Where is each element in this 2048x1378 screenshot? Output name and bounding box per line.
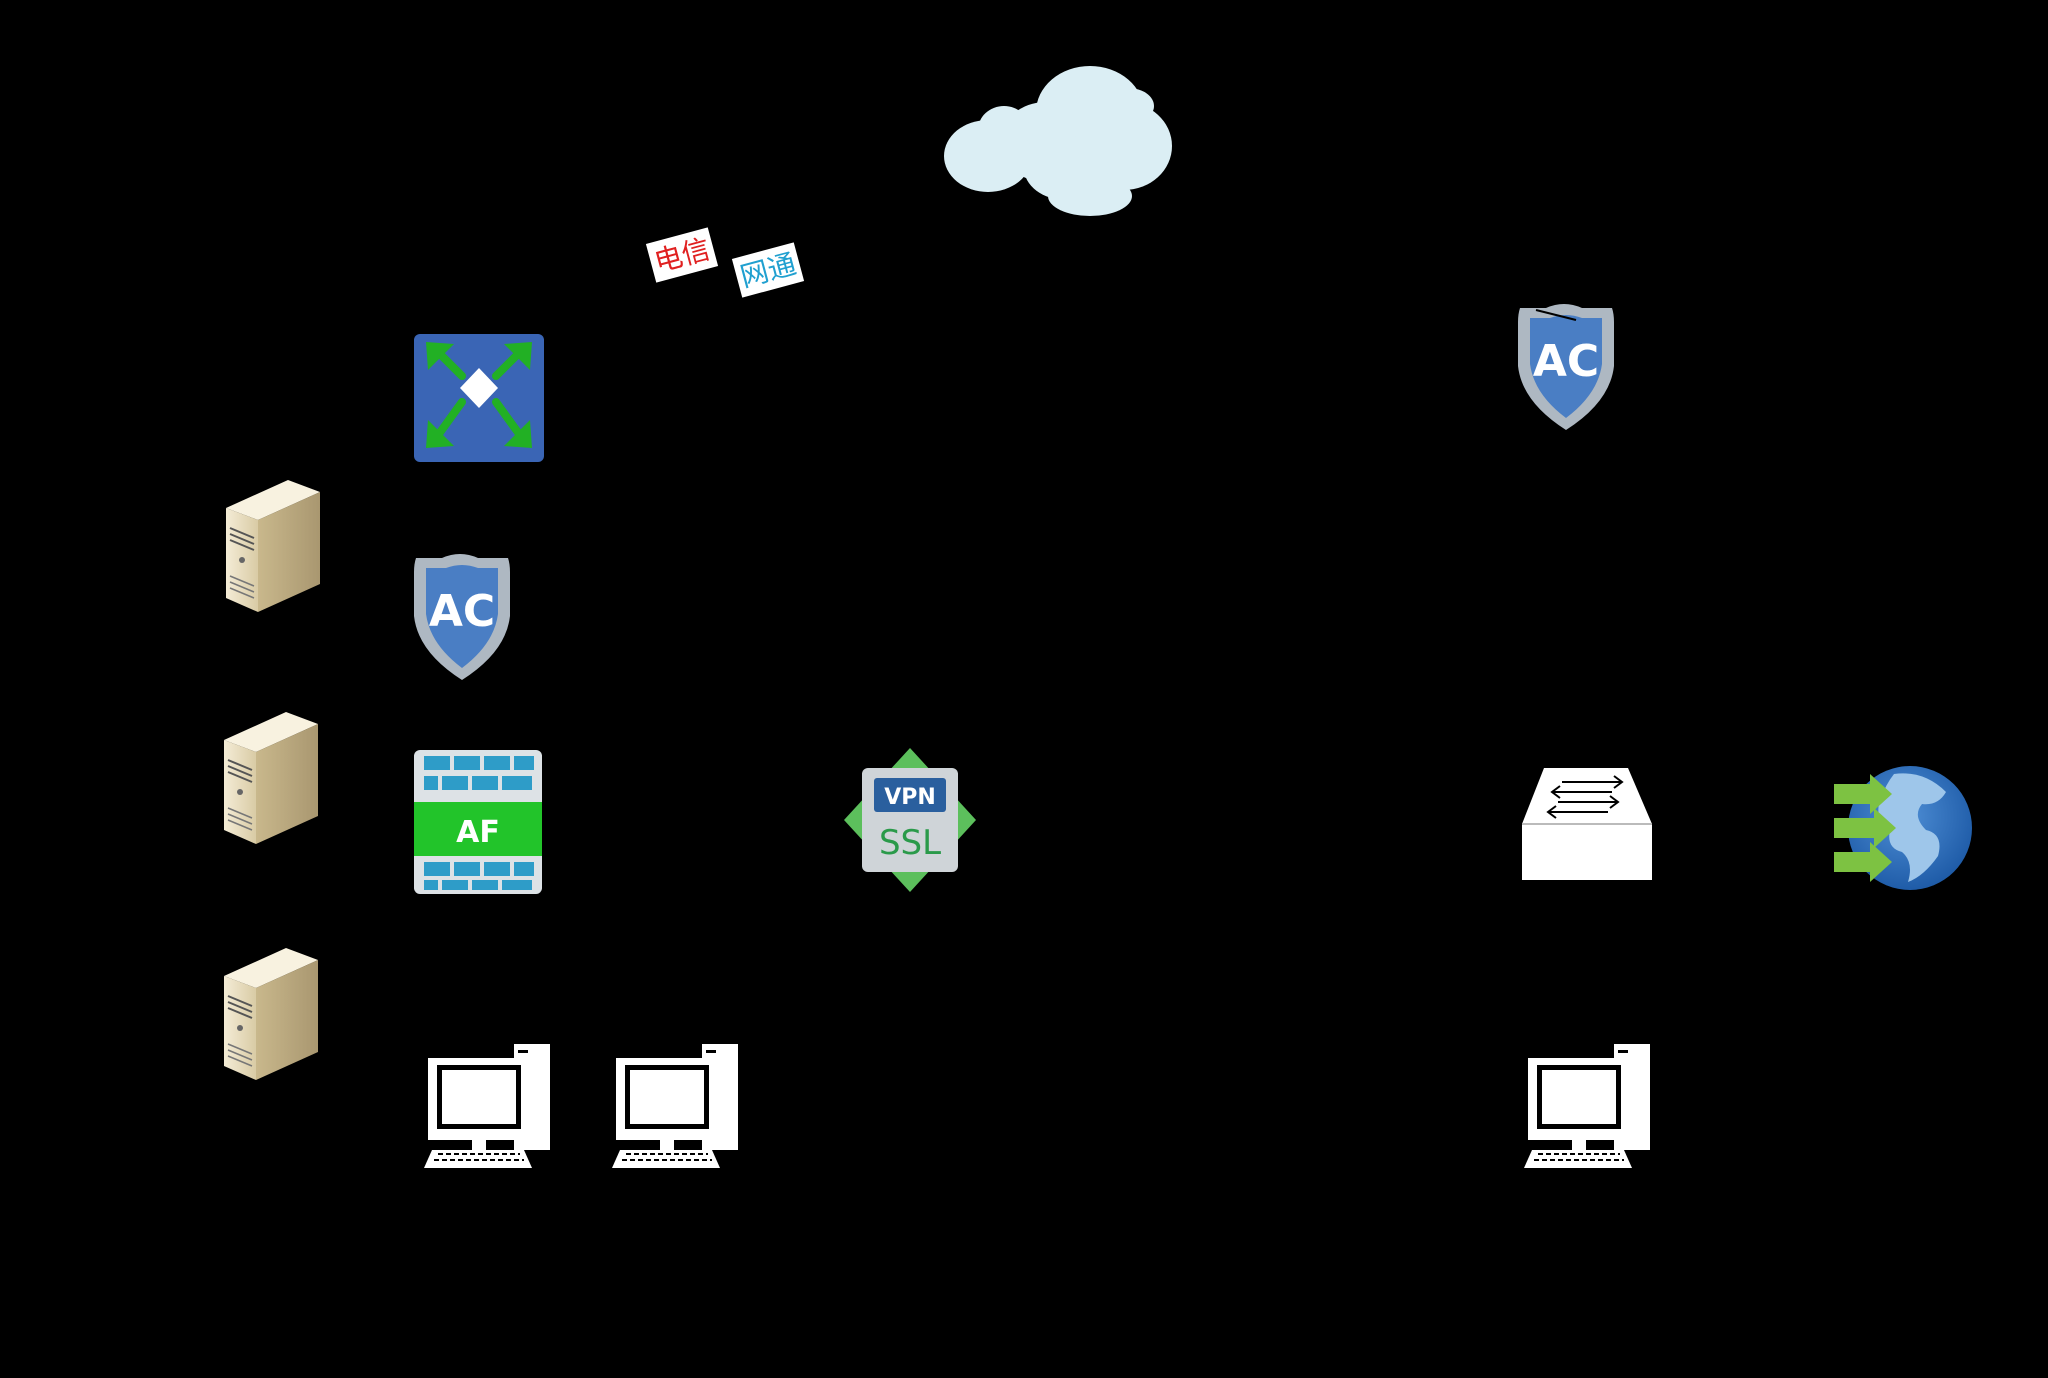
desktop-computer-icon <box>611 1043 739 1169</box>
globe-internet-icon <box>1834 766 1972 890</box>
telecom-label: 电信 <box>645 227 719 283</box>
af-firewall-icon: AF <box>414 750 542 894</box>
unicom-label: 网通 <box>731 242 805 298</box>
load-balancer-icon <box>414 334 544 462</box>
unicom-label-text: 网通 <box>737 247 800 293</box>
ac-shield-icon: AC <box>414 554 510 680</box>
server-icon <box>223 947 319 1081</box>
vpn-label: VPN <box>884 785 936 810</box>
ac-hq-label: AC <box>429 586 495 637</box>
af-label: AF <box>456 815 500 850</box>
server-icon <box>223 711 319 845</box>
ssl-vpn-icon: VPN SSL <box>844 748 976 892</box>
internet-cloud-icon <box>944 66 1172 216</box>
switch-icon <box>1522 768 1652 880</box>
server-icon <box>225 479 321 613</box>
telecom-label-text: 电信 <box>651 232 714 278</box>
ac-branch-label: AC <box>1533 336 1599 387</box>
desktop-computer-icon <box>1523 1043 1651 1169</box>
ac-shield-icon: AC <box>1518 304 1614 430</box>
desktop-computer-icon <box>423 1043 551 1169</box>
ssl-label: SSL <box>879 823 941 863</box>
